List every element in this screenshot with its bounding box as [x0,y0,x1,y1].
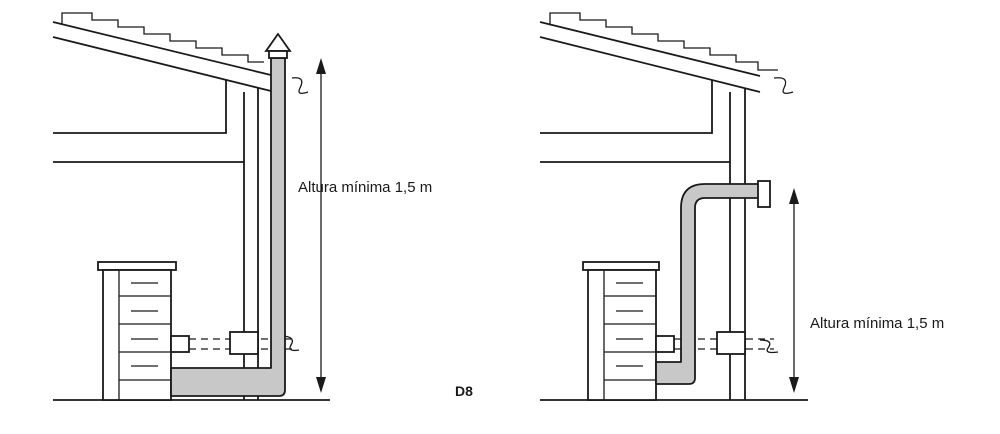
left-panel: Altura mínima 1,5 m [52,12,432,401]
left-flue-terminal [264,32,292,52]
left-appliance [97,261,300,401]
right-appliance [582,261,779,401]
right-height-dimension: Altura mínima 1,5 m [789,188,944,393]
left-height-label: Altura mínima 1,5 m [298,179,432,196]
right-flue-pipe [655,180,771,385]
left-building [53,80,330,401]
left-height-dimension: Altura mínima 1,5 m [298,58,432,393]
figure-label: D8 [455,383,473,399]
right-panel: Altura mínima 1,5 m [539,12,944,401]
right-height-label: Altura mínima 1,5 m [810,315,944,332]
right-flue-terminal [757,180,771,208]
left-roof [52,12,309,94]
right-roof [539,12,794,94]
left-flue-pipe [170,32,292,397]
